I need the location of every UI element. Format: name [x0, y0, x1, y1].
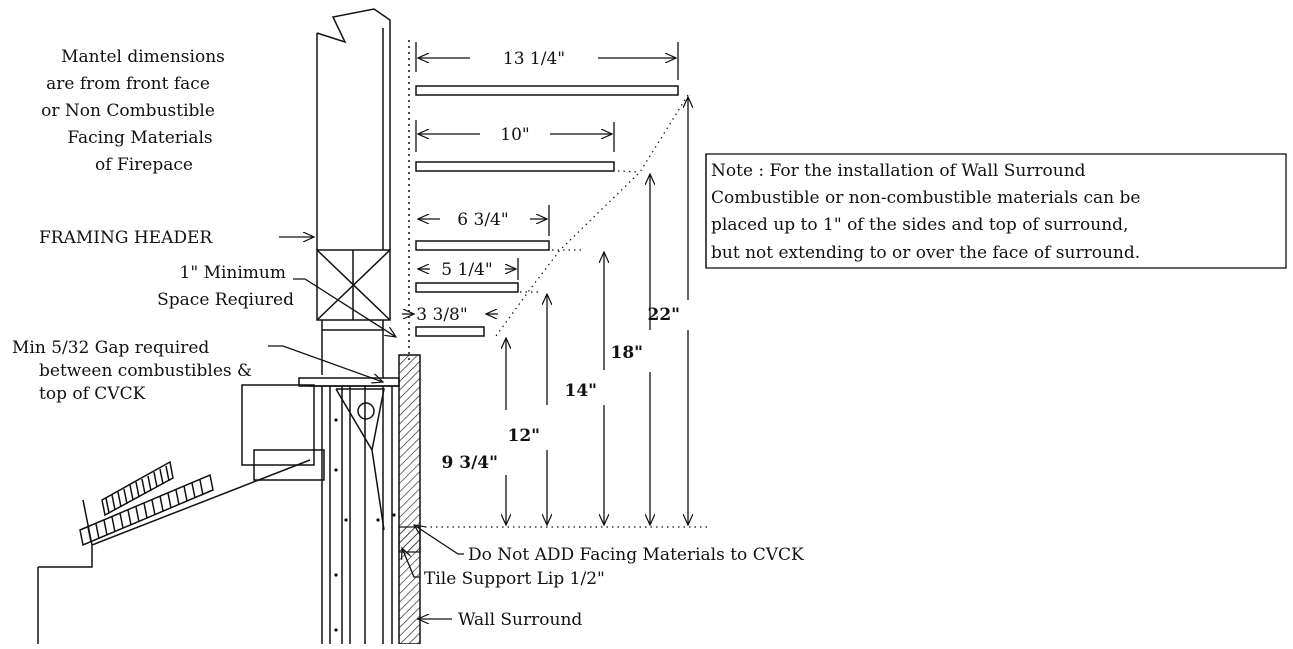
install-note-line: Note : For the installation of Wall Surr…	[711, 161, 1086, 181]
gap-label-line: Min 5/32 Gap required	[12, 338, 209, 358]
height-label: 9 3/4"	[442, 453, 498, 473]
mantel-board-3-375	[415, 326, 485, 337]
gap-label-line: between combustibles &	[39, 361, 252, 381]
depth-label: 13 1/4"	[503, 49, 565, 69]
framing-header-label: FRAMING HEADER	[39, 228, 213, 248]
wall-stud	[316, 8, 410, 360]
mantel-note-line: of Firepace	[95, 155, 193, 175]
fireplace-unit	[37, 377, 400, 644]
tile-support-label: Tile Support Lip 1/2"	[424, 569, 605, 589]
install-note-box	[705, 153, 1287, 269]
leader-lines	[268, 237, 464, 619]
depth-label: 3 3/8"	[416, 305, 467, 325]
height-label: 14"	[564, 381, 597, 401]
mantel-board-5-25	[415, 282, 519, 293]
mantel-note-line: are from front face	[46, 74, 210, 94]
min-space-label-line: 1" Minimum	[180, 263, 286, 283]
mantel-boards	[415, 85, 679, 337]
height-label: 22"	[647, 305, 680, 325]
wall-surround-panel	[398, 354, 421, 645]
mantel-board-13-25	[415, 85, 679, 96]
depth-dimension-lines	[402, 42, 679, 314]
install-note-line: placed up to 1" of the sides and top of …	[711, 215, 1128, 235]
install-note-line: but not extending to or over the face of…	[711, 243, 1140, 263]
height-dimension-lines	[506, 97, 688, 525]
mantel-board-6-75	[415, 240, 550, 251]
fastener-dots	[334, 418, 396, 632]
install-note: Note : For the installation of Wall Surr…	[711, 161, 1140, 263]
depth-label: 10"	[500, 125, 529, 145]
wall-surround-label: Wall Surround	[458, 610, 582, 630]
depth-label: 5 1/4"	[441, 260, 492, 280]
mantel-note-line: or Non Combustible	[41, 101, 215, 121]
slope-guide-lines	[425, 94, 710, 528]
mantel-note: Mantel dimensions are from front face or…	[41, 47, 225, 175]
framing-header	[316, 249, 391, 378]
mantel-note-line: Mantel dimensions	[61, 47, 225, 67]
mantel-note-line: Facing Materials	[67, 128, 212, 148]
install-note-line: Combustible or non-combustible materials…	[711, 188, 1140, 208]
min-space-label-line: Space Reqiured	[157, 290, 294, 310]
vent-ribs	[87, 465, 204, 543]
height-label: 18"	[610, 343, 643, 363]
mantel-board-10	[415, 161, 615, 172]
do-not-add-label: Do Not ADD Facing Materials to CVCK	[468, 545, 804, 565]
depth-label: 6 3/4"	[457, 210, 508, 230]
height-label: 12"	[507, 426, 540, 446]
gap-label-line: top of CVCK	[39, 384, 146, 404]
